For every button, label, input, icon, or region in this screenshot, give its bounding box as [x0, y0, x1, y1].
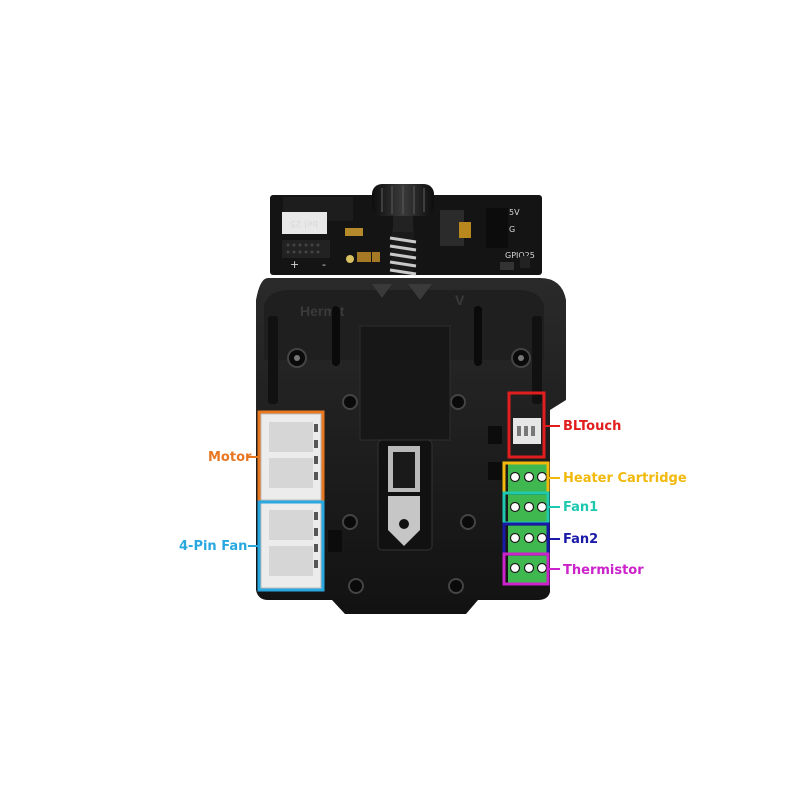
label-sticker [282, 212, 327, 234]
silk-gpio25: GPIO25 [505, 251, 535, 260]
motor-connector [260, 413, 322, 501]
sticker-text: bel 25 [290, 218, 318, 228]
callout-fan1-label: Fan1 [563, 500, 599, 515]
callout-thermistor-label: Thermistor [563, 563, 644, 578]
probe-header [486, 208, 508, 248]
callout-4pin-fan-label: 4-Pin Fan [179, 539, 248, 554]
callout-bltouch-label: BLTouch [563, 419, 622, 434]
callout-fan2-label: Fan2 [563, 532, 599, 547]
plus-silk: + [290, 258, 299, 271]
callout-motor-label: Motor [208, 450, 252, 465]
terminal-blocks [508, 463, 548, 583]
tension-knob [372, 184, 434, 276]
fan-connector [260, 501, 342, 589]
capacitor [459, 222, 471, 238]
callout-graphics [248, 391, 560, 592]
logo-text-right: V [455, 292, 465, 308]
callout-box-thermistor [502, 552, 550, 586]
header-pins [282, 240, 330, 258]
probe-connector [513, 418, 541, 444]
silk-5v: 5V [509, 208, 520, 217]
filament-clip [377, 439, 433, 551]
screw-holes [287, 348, 531, 594]
silk-g: G [509, 225, 515, 234]
callout-heater-label: Heater Cartridge [563, 471, 687, 486]
callout-box-fan4pin [257, 500, 325, 592]
callout-box-bltouch [507, 391, 546, 459]
minus-silk: - [322, 258, 326, 271]
